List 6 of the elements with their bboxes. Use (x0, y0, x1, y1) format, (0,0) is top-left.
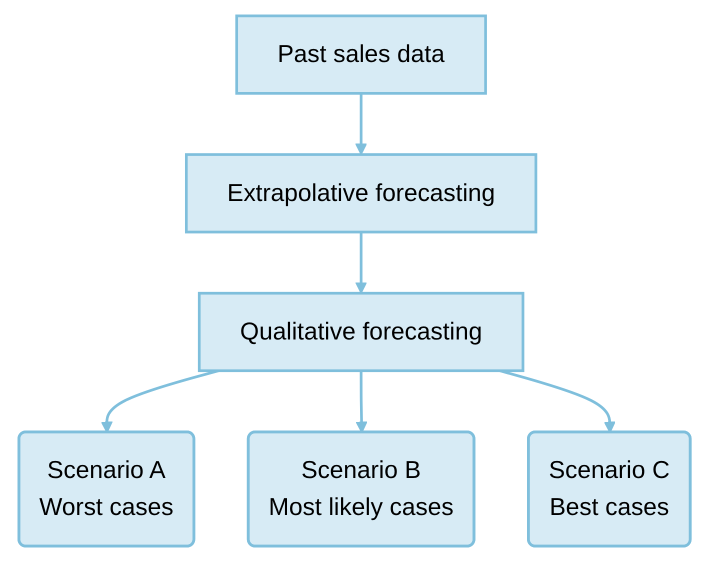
flowchart-drawing: Past sales data Extrapolative forecasting Qualitative forecasting Scenario A Worst cases Scenario B Most likely cases Scenario C Best cases (8, 5, 702, 557)
node-box (236, 14, 488, 95)
node-box (198, 292, 525, 372)
arrow (356, 232, 368, 294)
arrow (356, 93, 368, 156)
node-box (185, 153, 538, 234)
